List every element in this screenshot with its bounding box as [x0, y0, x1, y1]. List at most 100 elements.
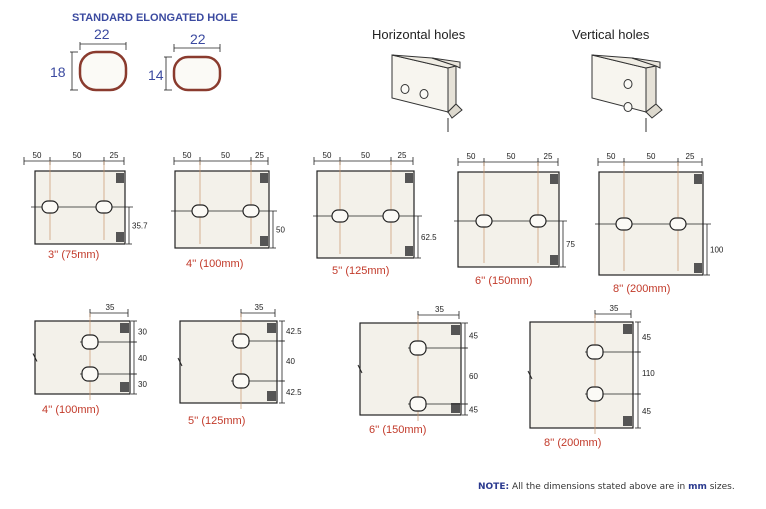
spacing-label: 50: [183, 151, 192, 160]
dim-label: 40: [138, 354, 147, 363]
height-label: 50: [276, 226, 285, 235]
hole: [615, 217, 633, 231]
dim-label: 45: [469, 406, 478, 415]
hole-width-label: 22: [190, 31, 206, 47]
side-mark: [32, 353, 38, 362]
section-plate: [34, 320, 131, 395]
hole: [191, 204, 209, 218]
section-caption: 5'' (125mm): [188, 415, 245, 427]
standard-hole-small: 22 14: [148, 31, 222, 92]
lip-top: [116, 173, 124, 183]
note-text-b: sizes.: [706, 482, 735, 492]
spacing-label: 50: [607, 152, 616, 161]
section-plate: [529, 321, 634, 429]
lip-top: [694, 174, 702, 184]
height-label: 100: [710, 246, 724, 255]
section-caption: 8'' (200mm): [544, 437, 601, 449]
spacing-label: 50: [361, 151, 370, 160]
lip-top: [623, 324, 632, 334]
dim-label: 30: [138, 380, 147, 389]
lip-bottom: [405, 246, 413, 256]
note-text-a: All the dimensions stated above are in: [509, 482, 689, 492]
section-plate: [457, 171, 560, 268]
hole-width-label: 22: [94, 26, 110, 42]
hole: [41, 200, 59, 214]
spacing-label: 50: [221, 151, 230, 160]
spacing-label: 25: [398, 151, 407, 160]
section-caption: 4'' (100mm): [42, 404, 99, 416]
dim-label: 45: [469, 332, 478, 341]
lip-bottom: [550, 255, 558, 265]
dim-label: 40: [286, 357, 295, 366]
dim-label: 45: [642, 407, 651, 416]
horizontal-holes-label: Horizontal holes: [372, 27, 466, 42]
spacing-label: 50: [33, 151, 42, 160]
spacing-label: 25: [110, 151, 119, 160]
hole: [586, 344, 604, 360]
horizontal-profile-sketch: [391, 54, 463, 132]
section-plate: [316, 170, 415, 259]
lip-bottom: [267, 391, 276, 401]
hole: [232, 373, 250, 389]
lip-top: [550, 174, 558, 184]
hole-height-label: 18: [50, 64, 66, 80]
horizontal-section: 50 50 25 75 6'' (150mm): [454, 152, 575, 287]
offset-label: 35: [610, 304, 619, 313]
spacing-label: 25: [544, 152, 553, 161]
hole: [232, 333, 250, 349]
hole: [586, 386, 604, 402]
spacing-label: 50: [507, 152, 516, 161]
dim-label: 42.5: [286, 388, 302, 397]
note-prefix: NOTE:: [478, 482, 510, 492]
section-caption: 5'' (125mm): [332, 265, 389, 277]
hole: [409, 340, 427, 356]
section-plate: [179, 320, 278, 404]
hole: [475, 214, 493, 228]
section-caption: 8'' (200mm): [613, 283, 670, 295]
vertical-holes-label: Vertical holes: [572, 27, 650, 42]
height-label: 62.5: [421, 233, 437, 242]
side-mark: [177, 357, 183, 367]
hole: [81, 334, 99, 350]
hole: [382, 209, 400, 223]
side-mark: [527, 370, 533, 380]
lip-bottom: [120, 382, 129, 392]
spacing-label: 50: [73, 151, 82, 160]
section-caption: 4'' (100mm): [186, 258, 243, 270]
offset-label: 35: [106, 303, 115, 312]
lip-top: [451, 325, 460, 335]
hole: [529, 214, 547, 228]
height-label: 75: [566, 240, 575, 249]
note-unit: mm: [688, 482, 707, 492]
lip-bottom: [694, 263, 702, 273]
section-caption: 6'' (150mm): [475, 275, 532, 287]
lip-bottom: [260, 236, 268, 246]
vertical-profile-sketch: [591, 54, 663, 132]
lip-bottom: [116, 232, 124, 242]
spacing-label: 50: [467, 152, 476, 161]
spacing-label: 25: [686, 152, 695, 161]
dim-label: 60: [469, 372, 478, 381]
lip-bottom: [451, 403, 460, 413]
standard-hole-large: 22 18: [50, 26, 128, 92]
standard-hole-title: STANDARD ELONGATED HOLE: [72, 12, 238, 24]
dim-label: 110: [642, 369, 655, 378]
lip-top: [120, 323, 129, 333]
dim-label: 42.5: [286, 327, 302, 336]
hole: [669, 217, 687, 231]
dimension-note: NOTE: All the dimensions stated above ar…: [478, 482, 735, 492]
hole: [81, 366, 99, 382]
dim-label: 45: [642, 333, 651, 342]
hole-height-label: 14: [148, 67, 164, 83]
height-label: 35.7: [132, 222, 148, 231]
lip-bottom: [623, 416, 632, 426]
